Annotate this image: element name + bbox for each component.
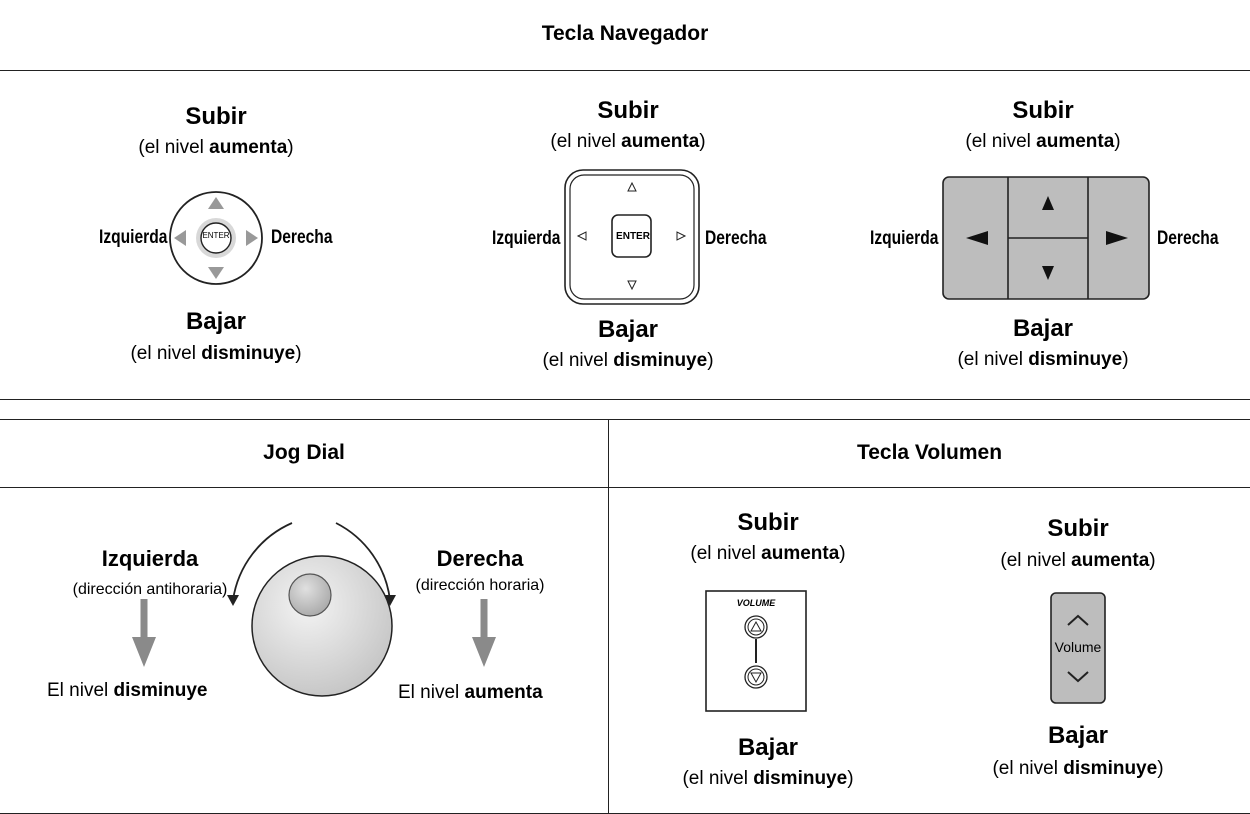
down-label: Bajar	[737, 734, 799, 761]
right-label: Derecha	[1157, 228, 1219, 249]
left-label: Izquierda	[491, 228, 560, 249]
down-description: (el nivel disminuye)	[957, 349, 1129, 370]
jog-dial-title: Jog Dial	[263, 441, 345, 464]
volume-caps-label: VOLUME	[736, 598, 776, 608]
left-label: Izquierda	[98, 227, 167, 248]
up-label: Subir	[597, 97, 659, 124]
volume-key-panel	[705, 590, 807, 712]
jog-right-title: Derecha	[436, 546, 524, 571]
down-label: Bajar	[185, 308, 247, 335]
up-label: Subir	[185, 103, 247, 130]
down-label: Bajar	[1012, 315, 1074, 342]
down-description: (el nivel disminuye)	[542, 350, 714, 371]
right-label: Derecha	[705, 228, 767, 249]
jog-dial-icon[interactable]	[227, 518, 410, 703]
jog-right-description: (dirección horaria)	[415, 577, 545, 594]
down-label: Bajar	[1047, 722, 1109, 749]
jog-left-result: El nivel disminuye	[47, 680, 208, 701]
enter-key-label: ENTER	[202, 231, 230, 240]
square-navigator-key[interactable]	[564, 169, 700, 305]
down-arrow-icon	[132, 599, 156, 667]
divider	[0, 70, 1250, 71]
navigator-key-title: Tecla Navegador	[541, 22, 709, 45]
up-description: (el nivel aumenta)	[1000, 550, 1156, 571]
volume-key-title: Tecla Volumen	[856, 441, 1003, 464]
divider	[0, 487, 1250, 488]
volume-word-label: Volume	[1054, 639, 1102, 655]
up-description: (el nivel aumenta)	[965, 131, 1121, 152]
left-label: Izquierda	[869, 228, 938, 249]
volume-rocker-key[interactable]	[1050, 592, 1106, 704]
up-label: Subir	[1012, 97, 1074, 124]
jog-left-description: (dirección antihoraria)	[72, 581, 228, 598]
rectangular-navigator-key[interactable]	[942, 176, 1150, 300]
jog-left-title: Izquierda	[101, 546, 199, 571]
up-description: (el nivel aumenta)	[138, 137, 294, 158]
up-description: (el nivel aumenta)	[690, 543, 846, 564]
down-arrow-icon	[472, 599, 496, 667]
up-label: Subir	[737, 509, 799, 536]
down-description: (el nivel disminuye)	[130, 343, 302, 364]
enter-key-label: ENTER	[616, 231, 650, 242]
down-description: (el nivel disminuye)	[682, 768, 854, 789]
right-label: Derecha	[271, 227, 333, 248]
jog-right-result: El nivel aumenta	[398, 682, 543, 703]
down-label: Bajar	[597, 316, 659, 343]
round-navigator-key[interactable]	[166, 187, 266, 287]
up-description: (el nivel aumenta)	[550, 131, 706, 152]
navigator-key-panel	[0, 0, 1250, 400]
up-label: Subir	[1047, 515, 1109, 542]
column-divider	[608, 420, 609, 814]
down-description: (el nivel disminuye)	[992, 758, 1164, 779]
